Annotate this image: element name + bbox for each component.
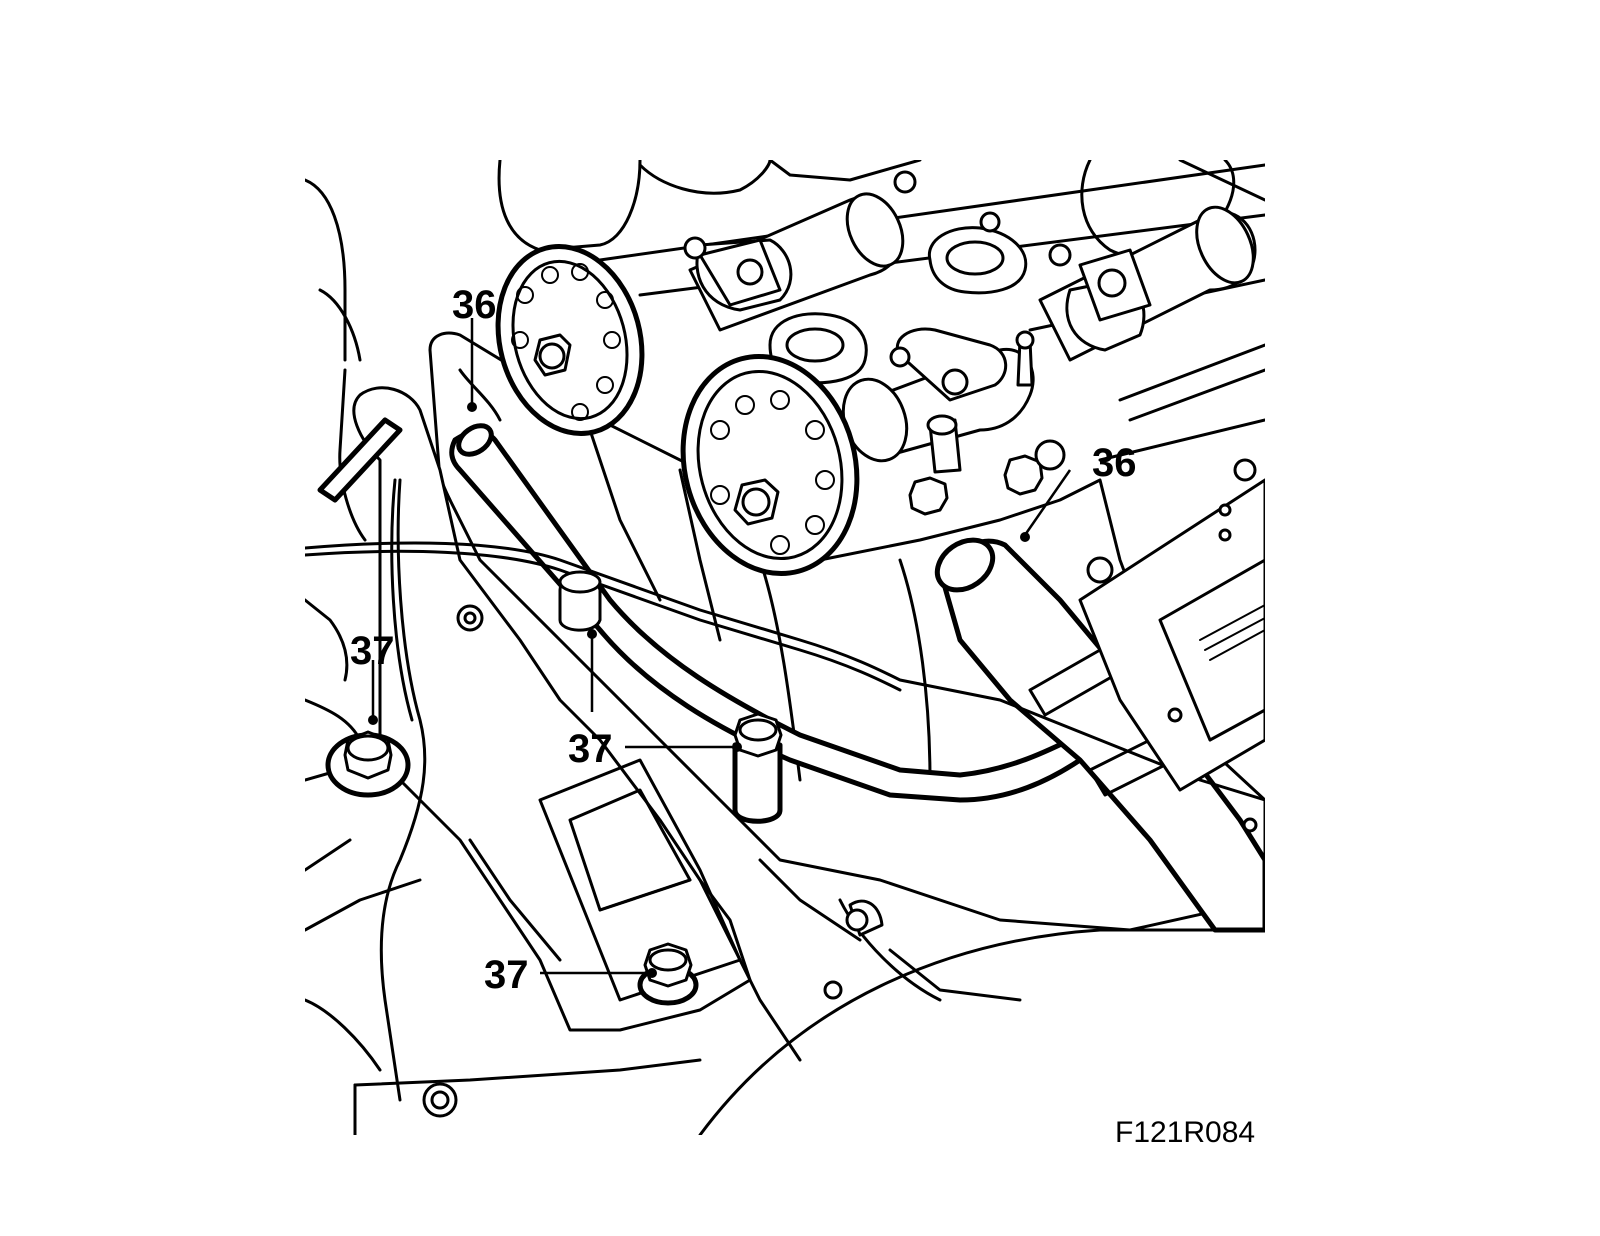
mount-bolt-upper [558,570,602,632]
engine-mount-bracket [318,288,752,1118]
sensor-bolt-right [1003,439,1066,496]
lower-block-outline [305,598,1265,1135]
callout-36b-anchor [1020,532,1030,542]
wiring-harness [305,417,1265,1102]
mount-bolt-middle [732,712,783,824]
upper-radiator-hose [934,537,1265,933]
callout-37-middle: 37 [568,727,613,771]
callout-37-left: 37 [350,629,395,673]
camshaft-sprocket-upper [495,243,645,437]
callout-36-upper: 36 [452,283,497,327]
callout-37a-anchor [368,715,378,725]
camshaft-right [1038,205,1257,362]
callout-37b-anchor [587,629,597,639]
cam-bearing-caps [683,170,1152,402]
callout-37d-anchor [647,968,657,978]
callout-37c-anchor [732,742,742,752]
cover-bolt [908,476,949,516]
callout-leaders [368,318,1072,978]
callout-37-lower: 37 [484,953,529,997]
figure-id-label: F121R084 [1115,1116,1255,1149]
engine-illustration [305,160,1265,1135]
callout-36a-anchor [467,402,477,412]
callout-36-right: 36 [1092,441,1137,485]
camshaft-sprocket-lower [680,353,860,577]
ecu-module [1078,458,1265,833]
mount-bolt-left [325,730,411,798]
